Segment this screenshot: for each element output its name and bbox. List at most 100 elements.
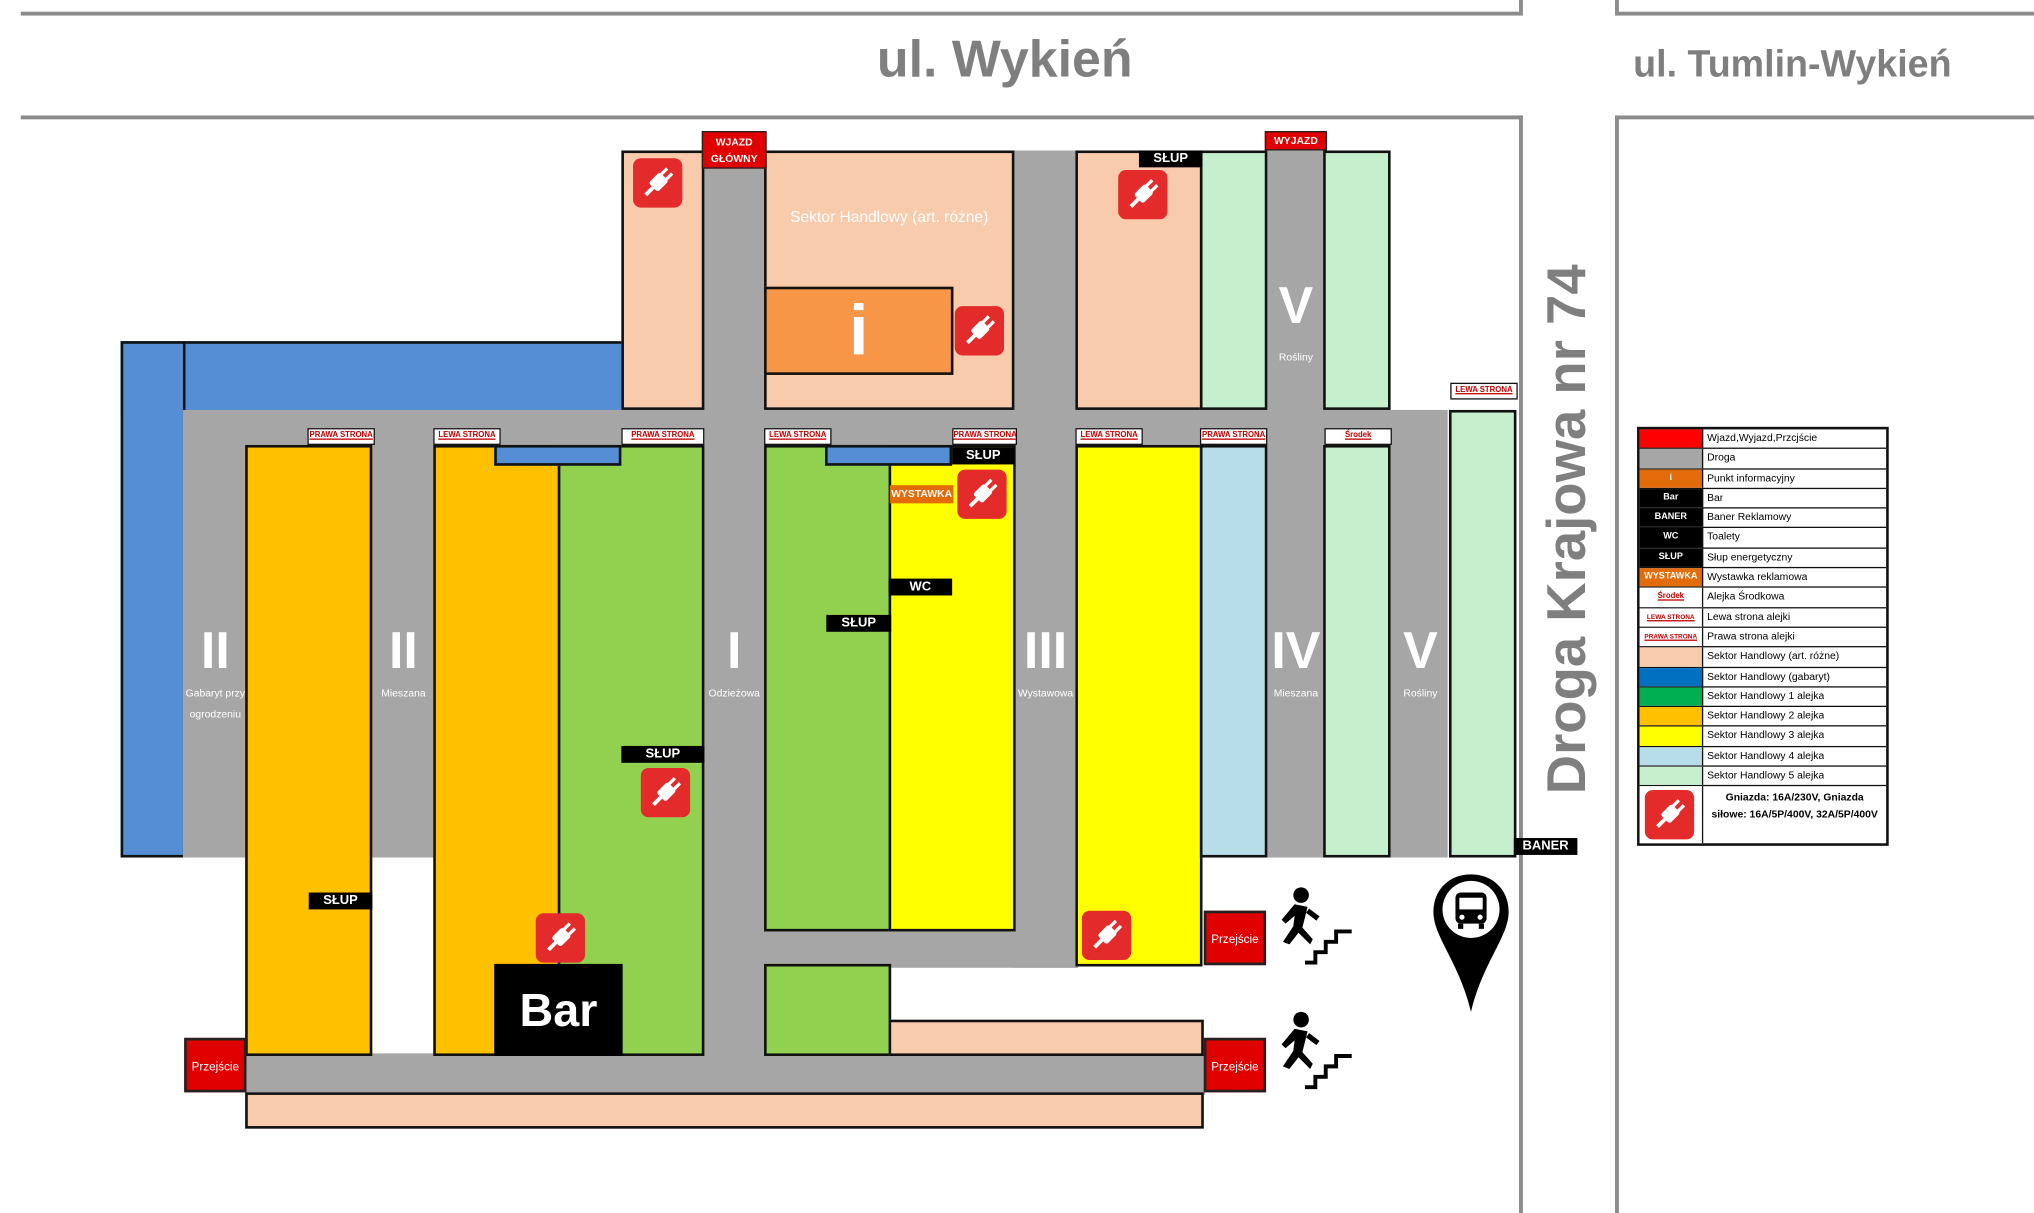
road-aisle-i: [701, 150, 767, 1059]
road-name-dk74: Droga Krajowa nr 74: [1535, 264, 1597, 795]
legend-label: Wjazd,Wyjazd,Przcjście: [1707, 432, 1818, 444]
road-lower: [760, 928, 1078, 968]
street-name-tumlin: ul. Tumlin-Wykień: [1633, 44, 1952, 86]
tag-left-side: LEWA STRONA: [1075, 428, 1143, 445]
tag-left-side: LEWA STRONA: [433, 428, 501, 445]
pole-marker: SŁUP: [308, 892, 373, 910]
legend-row: Sektor Handlowy 4 alejka: [1639, 746, 1887, 767]
sector-plants-top-right: [1323, 150, 1391, 410]
legend-label: Wystawka reklamowa: [1707, 570, 1808, 583]
socket-icon: [954, 306, 1005, 356]
sector-aisle5-a: [1323, 444, 1391, 858]
legend-row: Sektor Handlowy 5 alejka: [1639, 766, 1887, 787]
tag-left-side: LEWA STRONA: [764, 428, 832, 445]
legend-row: Sektor Handlowy 2 alejka: [1639, 707, 1887, 728]
legend-swatch: [1639, 707, 1704, 726]
legend-swatch: [1639, 766, 1704, 786]
sector-plants-top-left: [1199, 150, 1268, 410]
crossing-right-upper: Przejście: [1203, 910, 1267, 966]
aisle-number: I: [726, 622, 742, 680]
aisle-subtitle: Odzieżowa: [708, 687, 760, 700]
legend-swatch: [1639, 429, 1704, 448]
legend-label: Sektor Handlowy 1 alejka: [1707, 689, 1825, 702]
socket-icon: [1118, 169, 1168, 220]
main-entrance: WJAZD GŁÓWNY: [701, 131, 767, 169]
legend-swatch: Środek: [1639, 588, 1704, 607]
aisle-subtitle: Wystawowa: [1017, 687, 1074, 700]
sector-aisle3-a: [888, 444, 1016, 932]
aisle-number: III: [1023, 622, 1068, 680]
pole-marker: SŁUP: [621, 745, 705, 763]
legend-row: Droga: [1639, 449, 1887, 470]
tag-right-side: PRAWA STRONA: [621, 428, 705, 445]
street-name-wykien: ul. Wykień: [876, 31, 1133, 89]
aisle-subtitle: Mieszana: [1273, 687, 1319, 700]
legend-swatch: [1639, 786, 1704, 844]
aisle-number: V: [1403, 622, 1438, 680]
aisle-number: IV: [1271, 622, 1321, 680]
legend-label: Słup energetyczny: [1707, 551, 1793, 563]
legend-row: Sektor Handlowy 3 alejka: [1639, 727, 1887, 747]
socket-icon: [633, 158, 683, 208]
legend-label: Alejka Środkowa: [1707, 590, 1785, 603]
tag-right-side: PRAWA STRONA: [307, 428, 375, 445]
socket-icon: [957, 469, 1007, 519]
legend-label: Sektor Handlowy (art. różne): [1707, 650, 1840, 662]
pole-marker: SŁUP: [1138, 150, 1203, 168]
legend-swatch: [1639, 746, 1704, 766]
legend-swatch: PRAWA STRONA: [1639, 627, 1704, 647]
legend-label: Sektor Handlowy (gabaryt): [1707, 670, 1830, 682]
banner-marker: BANER: [1513, 838, 1578, 855]
pole-marker: SŁUP: [952, 447, 1015, 465]
legend-label: Toalety: [1707, 531, 1741, 543]
sector-aisle4: [1199, 444, 1268, 858]
tag-right-side: PRAWA STRONA: [1199, 428, 1268, 445]
aisle-subtitle: Mieszana: [381, 687, 426, 700]
aisle-subtitle: Rośliny: [1278, 351, 1313, 364]
sector-aisle2-a: [245, 444, 373, 1057]
road-edge-left: [1519, 115, 1523, 1213]
socket-icon: [1644, 790, 1695, 840]
street-edge: [1519, 0, 1523, 16]
legend-swatch: [1639, 647, 1704, 667]
socket-icon: [640, 768, 691, 818]
legend-swatch: BANER: [1639, 508, 1704, 528]
legend-swatch: [1639, 667, 1704, 687]
legend-swatch: Bar: [1639, 488, 1704, 508]
legend-label: Sektor Handlowy 4 alejka: [1707, 749, 1825, 762]
pole-marker: SŁUP: [826, 614, 892, 632]
sector-blue-strip-a: [494, 444, 622, 466]
sector-peach-lower: [888, 1019, 1204, 1057]
legend-row: Wjazd,Wyjazd,Przcjście: [1639, 429, 1887, 450]
bar: Bar: [494, 963, 623, 1057]
tag-middle: Środek: [1324, 428, 1392, 445]
street-edge: [1615, 11, 2034, 16]
legend-label: Droga: [1707, 451, 1736, 464]
road-aisle-iii: [1013, 150, 1078, 968]
aisle-subtitle: Gabaryt przy ogrodzeniu: [185, 687, 246, 721]
street-edge-top: [20, 11, 1522, 16]
street-edge-bottom: [20, 115, 1523, 120]
legend-label: Prawa strona alejki: [1707, 630, 1795, 643]
sector-trade-label: Sektor Handlowy (art. różne): [790, 207, 989, 226]
sector-gabaryt-top: [120, 341, 627, 417]
aisle-number: II: [389, 622, 418, 680]
sector-aisle5-b: [1448, 409, 1517, 858]
tag-right-side: PRAWA STRONA: [952, 428, 1018, 445]
legend-label: Sektor Handlowy 3 alejka: [1707, 729, 1825, 742]
sector-peach-bottom: [245, 1092, 1204, 1129]
legend-row: Gniazda: 16A/230V, Gniazda siłowe: 16A/5…: [1639, 786, 1886, 844]
legend-swatch: SŁUP: [1639, 548, 1704, 568]
street-edge: [1615, 115, 2034, 120]
legend-label: Lewa strona alejki: [1707, 610, 1791, 623]
legend-label: Punkt informacyjny: [1707, 471, 1795, 484]
legend-swatch: LEWA STRONA: [1639, 608, 1704, 627]
